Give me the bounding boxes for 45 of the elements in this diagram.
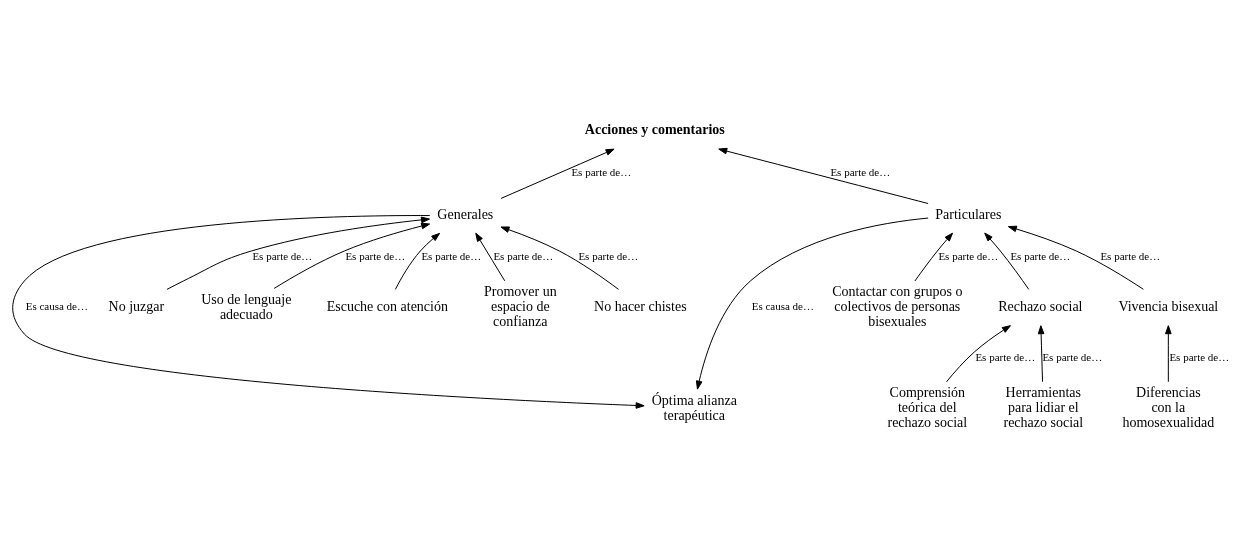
arrow — [1037, 325, 1045, 383]
edge-label: Es parte de… — [1010, 249, 1071, 262]
edge-label: Es parte de… — [493, 249, 554, 262]
arrow — [1007, 225, 1144, 290]
edge-label: Es parte de… — [1100, 249, 1161, 262]
node-text: No juzgar — [108, 299, 165, 315]
arrow — [695, 217, 929, 390]
arrow — [946, 325, 1011, 383]
arrow — [12, 215, 645, 409]
edge-label: Es parte de… — [252, 249, 313, 262]
edge-label: Es parte de… — [345, 249, 406, 262]
arrow — [500, 226, 620, 290]
edge-label: Es parte de… — [830, 165, 891, 178]
arrow — [984, 232, 1030, 290]
node-text: Contactar con grupos o colectivos de personas bisexuales — [832, 284, 963, 330]
edge-label: Es parte de… — [1042, 350, 1103, 363]
arrow — [1165, 325, 1172, 383]
arrow — [500, 148, 615, 199]
edge-label: Es parte de… — [578, 249, 639, 262]
node-text: Diferencias con la homosexualidad — [1122, 385, 1215, 431]
edge-label: Es parte de… — [421, 249, 482, 262]
node-text: Escuche con atención — [326, 299, 448, 315]
node-text: Vivencia bisexual — [1118, 299, 1219, 315]
arrow — [914, 232, 954, 282]
arrow — [475, 232, 506, 282]
edge-label: Es causa de… — [751, 300, 814, 313]
arrow — [394, 232, 441, 290]
edge-label: Es parte de… — [1169, 350, 1230, 363]
arrow — [718, 147, 929, 205]
node-text: Rechazo social — [998, 299, 1083, 315]
node-text: Particulares — [935, 206, 1002, 222]
node-text: Comprensión teórica del rechazo social — [887, 385, 968, 431]
edge-label: Es parte de… — [975, 350, 1036, 363]
arrow — [273, 222, 431, 289]
edge-label: Es parte de… — [571, 165, 632, 178]
node-text: Acciones y comentarios — [584, 121, 725, 137]
node-text: Generales — [437, 206, 494, 222]
node-text: No hacer chistes — [594, 299, 687, 315]
node-text: Herramientas para lidiar el rechazo social — [1003, 385, 1084, 431]
edge-label: Es parte de… — [938, 249, 999, 262]
node-text: Uso de lenguaje adecuado — [201, 291, 292, 322]
arrow — [166, 216, 430, 290]
edge-label: Es causa de… — [25, 300, 88, 313]
node-text: Óptima alianza terapéutica — [651, 392, 737, 423]
node-text: Promover un espacio de confianza — [483, 284, 557, 330]
